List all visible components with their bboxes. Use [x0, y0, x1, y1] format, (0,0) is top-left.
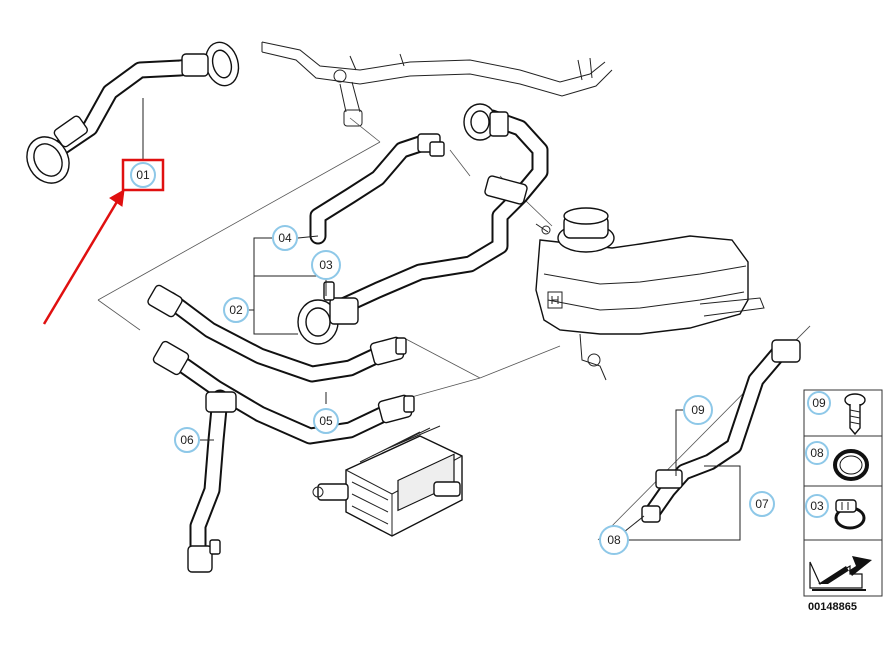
direction-arrow-icon	[809, 556, 872, 591]
hose-part-02	[297, 103, 549, 345]
screw-icon	[844, 393, 866, 436]
hose-clamp-icon	[834, 499, 866, 530]
ghost-pipe	[261, 41, 613, 127]
callout-04-label: 04	[278, 231, 292, 245]
callout-02[interactable]: 02	[223, 297, 249, 323]
hose-part-06	[187, 389, 237, 573]
callout-08-label: 08	[607, 533, 621, 547]
hose-part-07	[641, 339, 801, 523]
legend-label-09: 09	[812, 396, 826, 410]
callout-06-label: 06	[180, 433, 194, 447]
hose-part-01	[26, 41, 240, 184]
callout-07-label: 07	[755, 497, 769, 511]
legend-label-03: 03	[810, 499, 824, 513]
callout-04[interactable]: 04	[272, 225, 298, 251]
callout-06[interactable]: 06	[174, 427, 200, 453]
legend-item-08[interactable]: 08	[805, 441, 869, 481]
callout-02-label: 02	[229, 303, 243, 317]
callout-09-label: 09	[691, 403, 705, 417]
expansion-tank	[535, 207, 765, 381]
callout-08[interactable]: 08	[599, 525, 629, 555]
callout-01-label: 01	[136, 168, 150, 182]
catalog-number: 00148865	[808, 601, 857, 613]
callout-05-label: 05	[319, 414, 333, 428]
highlight-arrow	[42, 158, 165, 325]
callout-07[interactable]: 07	[749, 491, 775, 517]
callout-01[interactable]: 01	[130, 162, 156, 188]
hose-part-04	[309, 133, 445, 245]
callout-05[interactable]: 05	[313, 408, 339, 434]
hose-part-05	[147, 284, 415, 445]
gasket-ring-icon	[833, 449, 869, 481]
legend-label-08: 08	[810, 446, 824, 460]
oil-cooler	[312, 425, 463, 537]
callout-03-label: 03	[319, 258, 333, 272]
legend-item-09[interactable]: 09	[807, 391, 866, 436]
callout-03[interactable]: 03	[311, 250, 341, 280]
legend-item-03[interactable]: 03	[805, 494, 866, 530]
parts-legend: 09 08 03	[803, 389, 883, 597]
callout-09[interactable]: 09	[683, 395, 713, 425]
